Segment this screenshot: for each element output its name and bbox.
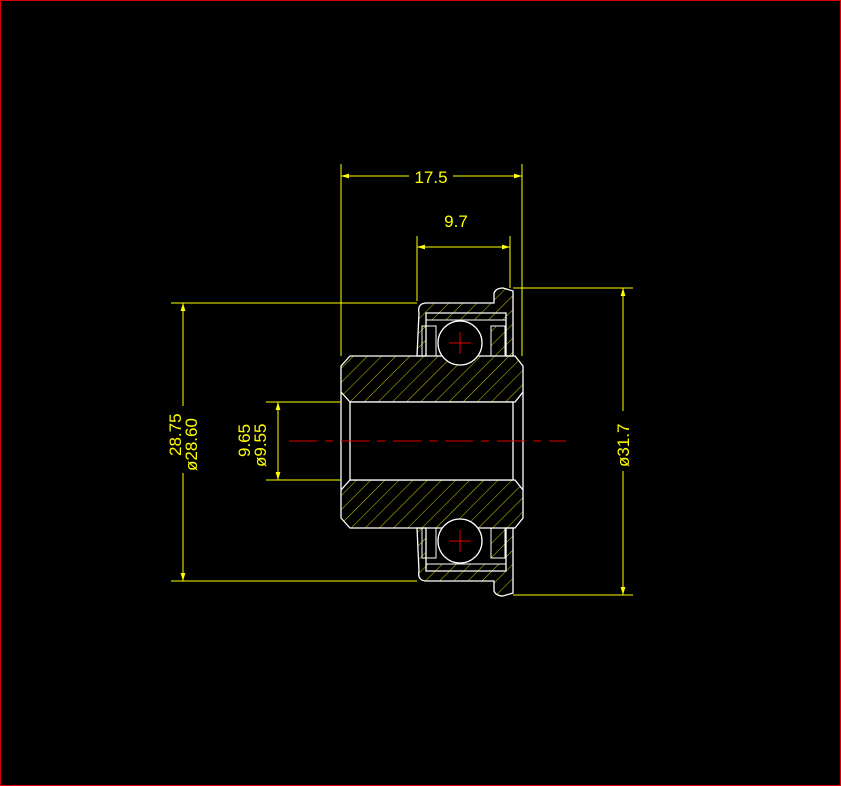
dimension-text: ø9.55 (251, 424, 270, 467)
dimension-bearing-width: 9.7 (416, 212, 511, 301)
dimension-bore: 9.65 ø9.55 (235, 401, 341, 481)
hub-bottom (340, 479, 524, 529)
dimension-text: ø28.60 (182, 418, 201, 471)
hub-top (340, 355, 524, 403)
dimension-overall-width: 17.5 (340, 164, 523, 356)
outer-ring-bottom (416, 527, 514, 597)
dimension-text: 9.7 (444, 212, 468, 231)
dimension-bearing-od: 28.75 ø28.60 (166, 302, 417, 582)
dimension-text: 9.65 (235, 424, 254, 457)
outer-ring-top (416, 287, 514, 357)
dimension-text: 28.75 (166, 413, 185, 456)
dimension-flange-od: ø31.7 (513, 287, 633, 596)
dimension-text: 17.5 (414, 168, 447, 187)
dimension-text: ø31.7 (614, 424, 633, 467)
ball-bottom (437, 518, 483, 564)
ball-top (437, 320, 483, 366)
